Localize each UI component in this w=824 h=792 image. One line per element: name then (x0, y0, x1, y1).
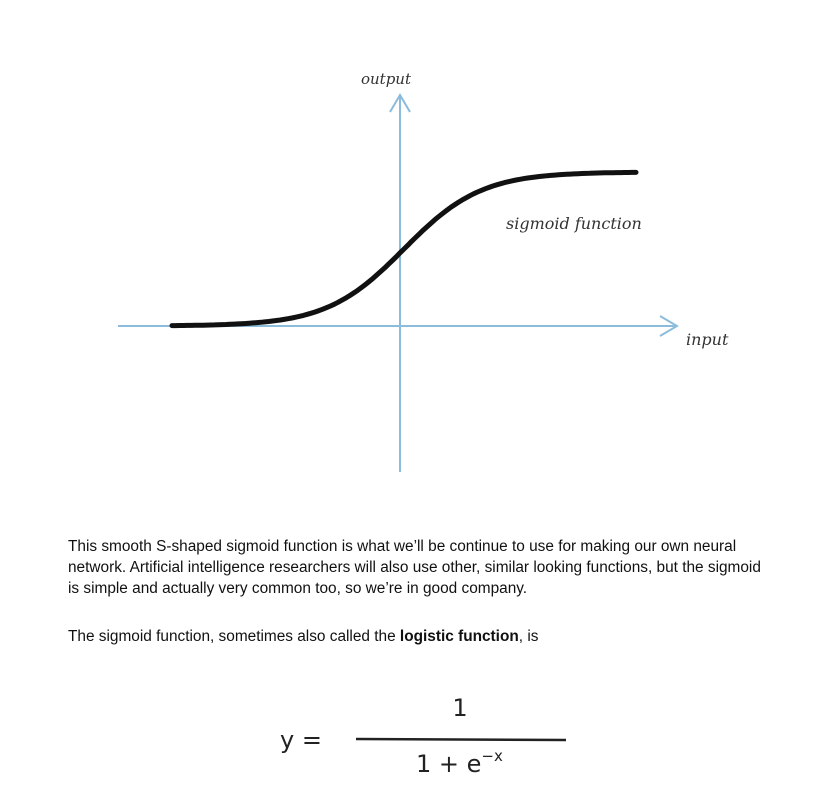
logistic-function-term: logistic function (399, 628, 519, 645)
sigmoid-curve (169, 169, 639, 329)
sigmoid-figure: output input sigmoid function (118, 70, 729, 472)
sigmoid-formula: y = 1 1 + e−x (280, 694, 567, 778)
denominator-base: 1 + e (416, 750, 481, 778)
x-axis-arrowhead (659, 315, 679, 337)
curve-label: sigmoid function (506, 214, 642, 233)
logistic-function-intro: The sigmoid function, sometimes also cal… (68, 626, 768, 647)
formula-denominator: 1 + e−x (416, 747, 503, 778)
formula-numerator: 1 (452, 694, 467, 722)
x-axis-label: input (686, 330, 729, 349)
y-axis-label: output (361, 70, 412, 88)
intro-text: The sigmoid function, sometimes also cal… (68, 628, 400, 645)
fraction-bar (355, 737, 567, 742)
formula-lhs: y = (280, 726, 322, 754)
intro-suffix: , is (518, 628, 539, 645)
description-paragraph: This smooth S-shaped sigmoid function is… (68, 538, 761, 597)
denominator-exponent: −x (481, 747, 503, 765)
y-axis-arrowhead (389, 93, 411, 113)
